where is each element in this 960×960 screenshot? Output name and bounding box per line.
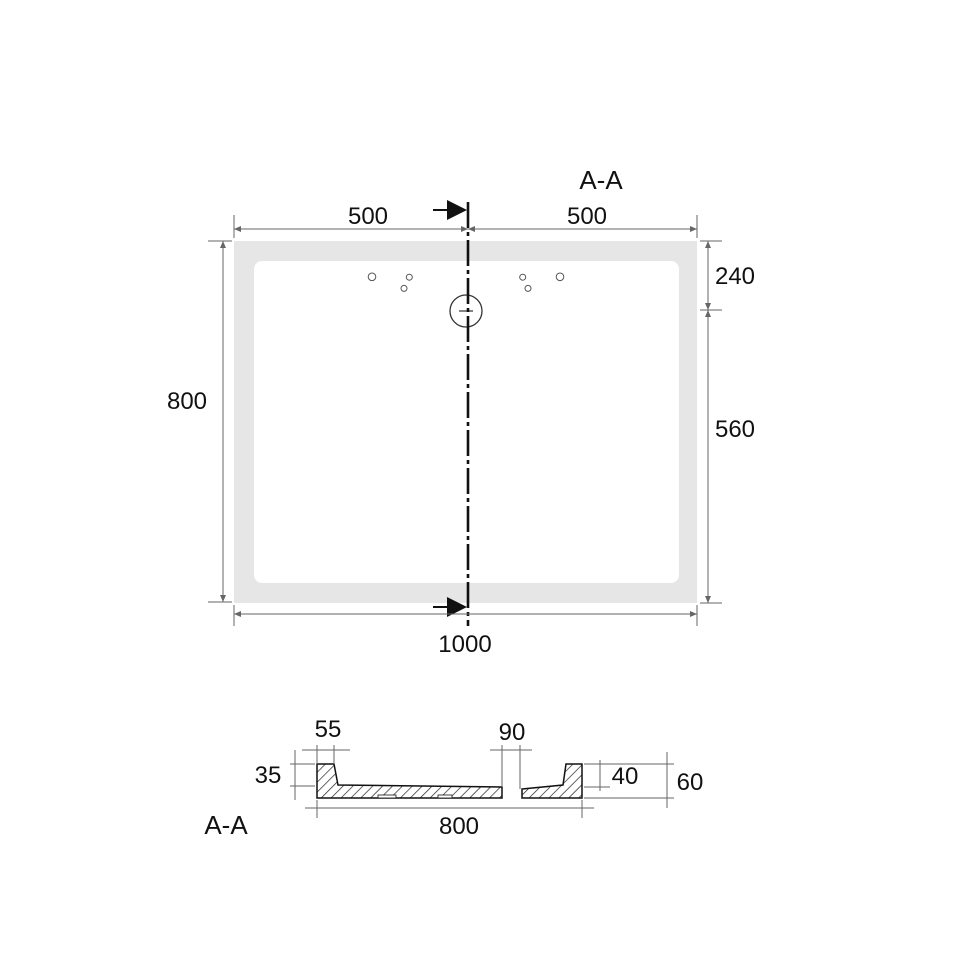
dim-section-rim-width: 55 — [315, 716, 342, 743]
dim-section-total-height-lines — [584, 752, 674, 808]
dim-bottom-total: 1000 — [438, 631, 491, 658]
texture-bump — [400, 284, 408, 292]
dim-left-total: 800 — [167, 388, 207, 415]
section-left-body — [316, 763, 503, 799]
section-label: A-A — [204, 810, 248, 840]
texture-bump — [367, 272, 377, 282]
dimension-bottom — [233, 605, 698, 626]
section-view: 55 90 35 40 60 — [204, 716, 703, 840]
tray-floor — [254, 261, 679, 583]
plan-view: A-A 500 500 1000 800 — [167, 165, 755, 658]
texture-bump — [519, 273, 527, 281]
texture-bump — [555, 272, 565, 282]
drain-icon — [449, 294, 483, 328]
texture-bump — [524, 284, 532, 292]
floor-texture-bumps — [367, 272, 565, 292]
dim-section-rim-width-lines — [302, 745, 350, 764]
section-right-body — [521, 763, 583, 799]
dim-section-total-height: 60 — [677, 769, 704, 796]
dim-section-drain-gap-lines — [490, 745, 532, 789]
dimension-left — [208, 240, 232, 603]
dim-section-rim-height-lines — [290, 750, 315, 800]
dim-section-rim-height: 35 — [255, 762, 282, 789]
section-floor-notch — [377, 794, 397, 799]
section-floor-notch — [437, 794, 453, 799]
dim-top-left: 500 — [348, 203, 388, 230]
dim-section-length: 800 — [439, 813, 479, 840]
dim-top-right: 500 — [567, 203, 607, 230]
dimension-right — [700, 240, 722, 604]
dim-section-length-lines — [305, 800, 594, 818]
plan-section-label: A-A — [579, 165, 623, 195]
dim-section-inner-depth-lines — [584, 760, 610, 791]
dimension-top — [233, 215, 698, 238]
dim-right-upper: 240 — [715, 263, 755, 290]
texture-bump — [405, 273, 413, 281]
dim-section-drain-gap: 90 — [499, 719, 526, 746]
dim-section-inner-depth: 40 — [612, 763, 639, 790]
dim-right-lower: 560 — [715, 416, 755, 443]
